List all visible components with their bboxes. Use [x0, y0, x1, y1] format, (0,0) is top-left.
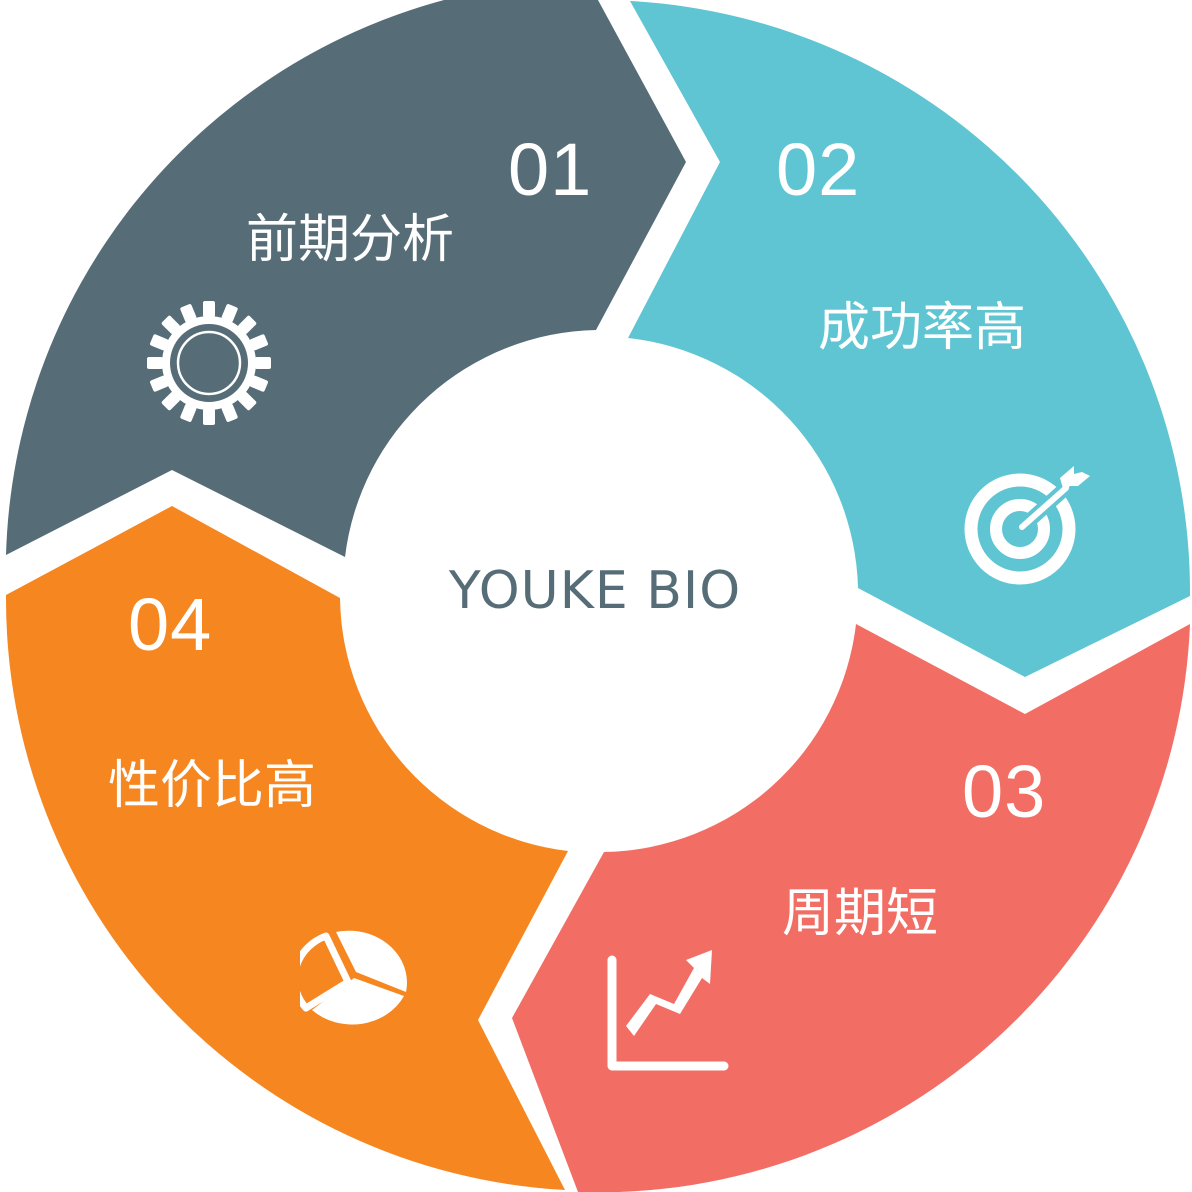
segment-03-number: 03 — [962, 750, 1047, 833]
gear-icon — [147, 301, 271, 425]
segment-04-label: 性价比高 — [108, 756, 317, 816]
segment-02-label: 成功率高 — [818, 298, 1027, 358]
segment-01-number: 01 — [508, 128, 593, 211]
segment-02-number: 02 — [776, 128, 861, 211]
segment-01-label: 前期分析 — [246, 210, 455, 270]
target-icon — [964, 466, 1090, 585]
center-title: YOUKE BIO — [448, 561, 742, 621]
segment-01-shape — [6, 0, 686, 557]
segment-04-shape — [5, 506, 569, 1190]
pie-chart-icon — [300, 930, 407, 1025]
segment-04-number: 04 — [128, 583, 213, 666]
segment-03-shape — [512, 624, 1190, 1192]
growth-chart-icon — [607, 950, 729, 1071]
segment-03-label: 周期短 — [782, 884, 939, 944]
